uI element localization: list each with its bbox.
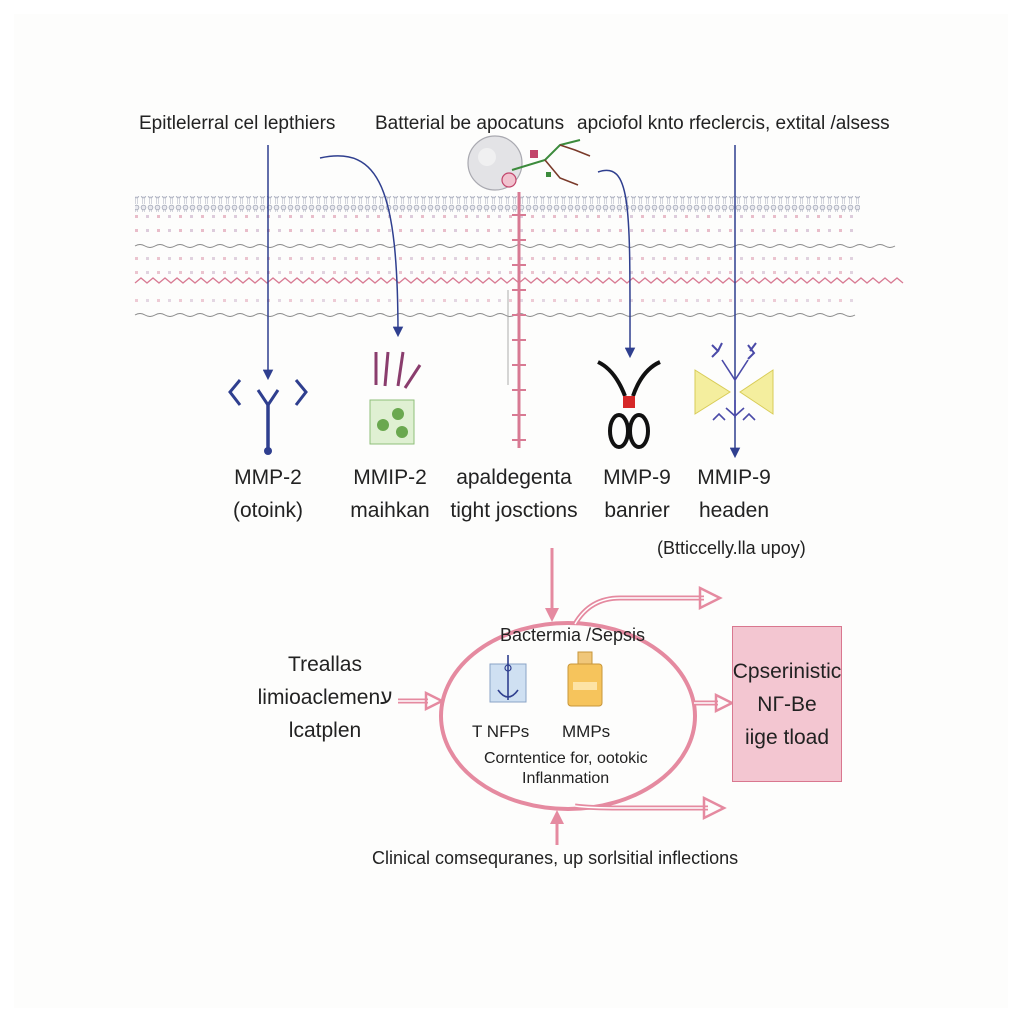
mmp2-vesicle-icon	[369, 351, 422, 445]
component-line1: MMP-9	[603, 466, 671, 489]
receptor-branch-icon	[511, 139, 591, 186]
component-line1: apaldegenta	[456, 466, 572, 489]
cycle-subtitle-2: Inflanmation	[522, 770, 610, 787]
label-apical-extracellular: apciofol knto rfeclercis, extital /alses…	[577, 113, 890, 134]
component-line2: tight josctions	[450, 499, 578, 522]
tnf-receptor-icon	[489, 655, 527, 703]
component-mmip9-headen: MMIP-9 headen	[680, 461, 788, 527]
component-mmp9-barrier: MMP-9 banrier	[585, 461, 689, 527]
mmp2-protein-icon	[228, 379, 308, 455]
outcome-line2: NΓ-Be	[757, 692, 817, 716]
component-line2: (otoink)	[232, 499, 304, 522]
footer-caption: Clinical comsequranes, up sorlsitial inf…	[372, 848, 739, 868]
cycle-title: Bactermia /Sepsis	[500, 625, 646, 645]
component-line2: banrier	[604, 499, 670, 522]
note-label: (Btticcelly.lla upoy)	[657, 538, 806, 558]
component-mmp2-otoink: MMP-2 (otoink)	[208, 461, 328, 527]
left-input-line1: Treallas	[288, 653, 362, 676]
outcome-line1: Cpserinistic	[732, 659, 842, 683]
component-mmip2-maihkan: MMIP-2 maihkan	[332, 461, 448, 527]
inflammation-cycle	[398, 548, 735, 845]
label-bacterial-products: Batterial be apocatuns	[375, 113, 565, 134]
label-epithelial-cells: Epitlelerral cel lepthiers	[139, 113, 336, 134]
mmp-bottle-icon	[567, 651, 603, 707]
component-line1: MMP-2	[234, 466, 302, 489]
cycle-tnf-label: T NFPs	[472, 722, 530, 741]
left-input-label: Treallas limioaclemenע lcatplen	[254, 648, 396, 747]
tight-junction-ruler	[507, 192, 526, 448]
left-input-line2: limioaclemenע	[257, 686, 393, 709]
component-line2: maihkan	[350, 499, 430, 522]
bacterium-icon	[467, 135, 523, 191]
outcome-box: Cpserinistic NΓ-Be iige tload	[732, 626, 842, 782]
component-line2: headen	[698, 499, 770, 522]
outcome-line3: iige tload	[744, 725, 830, 749]
scissors-icon	[597, 360, 661, 449]
cycle-mmps-label: MMPs	[562, 722, 611, 741]
mmp9-complex-icon	[694, 342, 774, 421]
left-input-line3: lcatplen	[288, 719, 362, 742]
component-line1: MMIP-2	[353, 466, 427, 489]
component-tight-junctions: apaldegenta tight josctions	[440, 461, 588, 527]
cycle-subtitle-1: Corntentice for, ootokic	[484, 750, 648, 767]
component-line1: MMIP-9	[697, 466, 771, 489]
